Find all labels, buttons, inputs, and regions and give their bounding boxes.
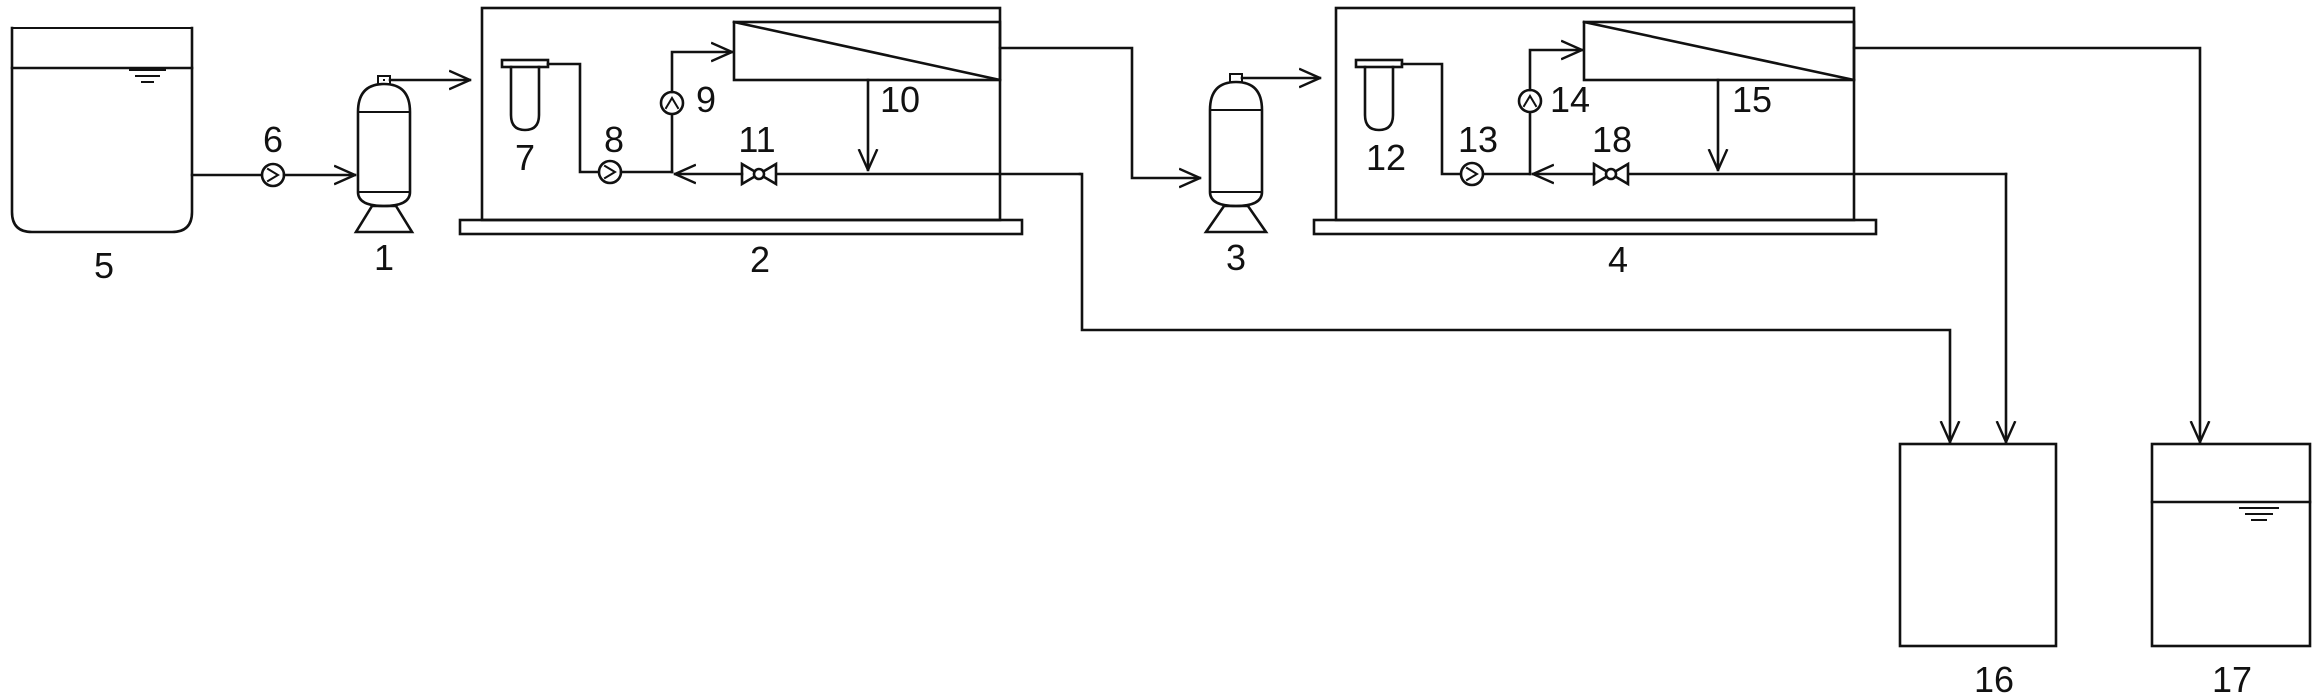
label-11: 11 [738,119,775,160]
pipe-unit2-to-vessel3 [998,46,1202,178]
label-1: 1 [374,237,394,278]
circulation-pump-9 [659,90,685,116]
pipe-filter12-to-pump13 [1400,62,1462,176]
label-3: 3 [1226,237,1246,278]
valve-11 [740,161,778,187]
label-15: 15 [1732,79,1772,120]
membrane-module-15 [1582,20,1856,82]
label-10: 10 [880,79,920,120]
pump-6 [260,162,286,188]
label-12: 12 [1366,137,1406,178]
cartridge-filter-12 [1354,58,1404,132]
label-9: 9 [696,79,716,120]
label-14: 14 [1550,79,1590,120]
label-16: 16 [1974,659,2014,698]
pipe-filter7-to-pump8 [546,62,600,174]
label-4: 4 [1608,239,1628,280]
label-6: 6 [263,119,283,160]
collection-tank-16 [1898,442,2058,648]
membrane-unit-4 [1312,6,1878,236]
label-13: 13 [1458,119,1498,160]
valve-18 [1592,161,1630,187]
label-2: 2 [750,239,770,280]
membrane-module-10 [732,20,1002,82]
high-pressure-pump-8 [597,159,623,185]
circulation-pump-14 [1517,88,1543,114]
cartridge-filter-7 [500,58,550,132]
pipe-pump14-to-membrane15 [1528,50,1584,92]
pipe-unit4-to-tank17 [1852,46,2200,444]
high-pressure-pump-13 [1459,161,1485,187]
feed-tank-5 [10,26,194,234]
label-17: 17 [2212,659,2252,698]
product-tank-17 [2150,442,2312,648]
label-18: 18 [1592,119,1632,160]
pipe-unit2-to-tank16 [1078,172,1950,444]
label-8: 8 [604,119,624,160]
label-5: 5 [94,245,114,286]
pressure-vessel-1 [353,75,415,234]
membrane-unit-2 [458,6,1024,236]
pipe-pump9-to-membrane10 [670,52,734,94]
label-7: 7 [515,137,535,178]
pressure-vessel-3 [1203,73,1269,234]
